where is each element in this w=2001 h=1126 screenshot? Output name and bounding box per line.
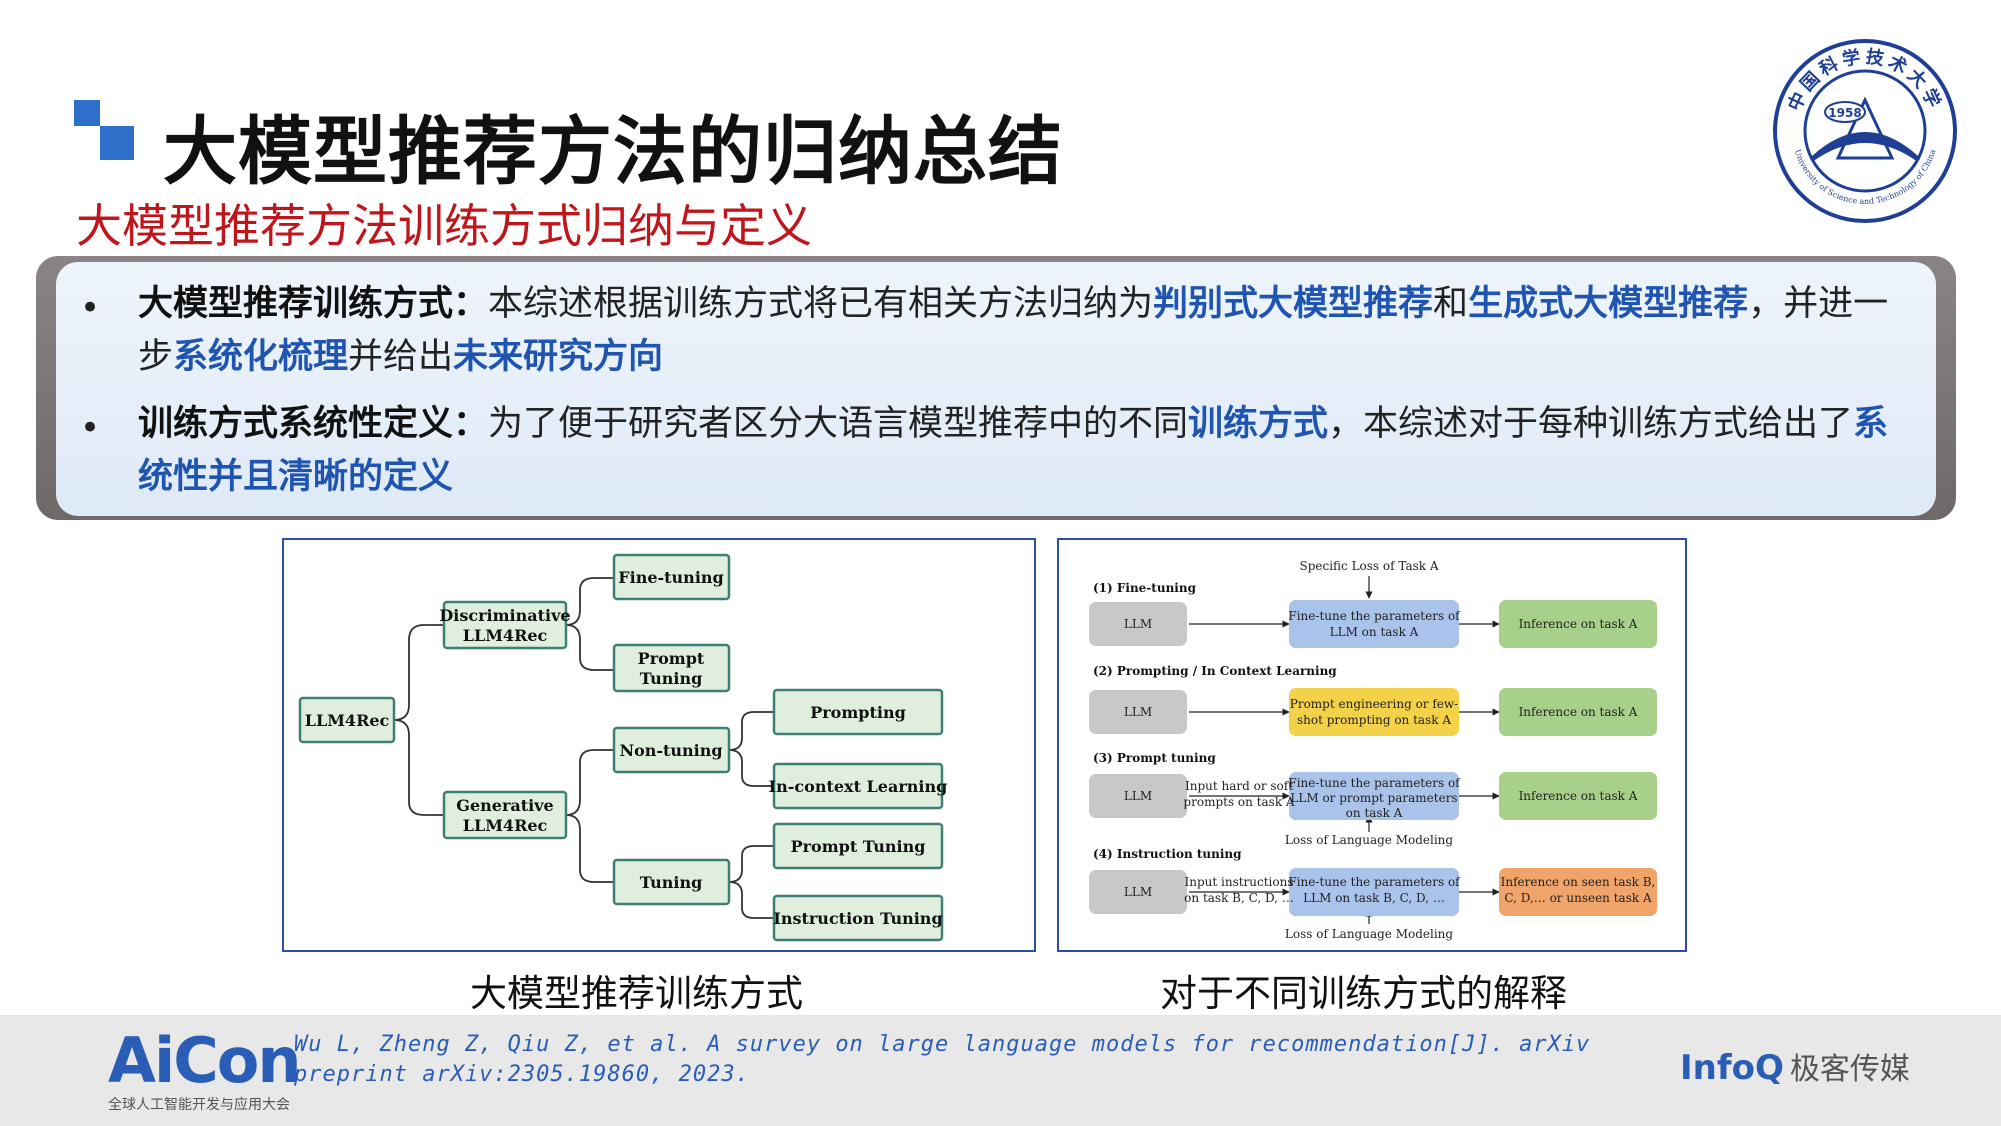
node-in-context-learning: In-context Learning (769, 777, 948, 796)
summary-item-label: 大模型推荐训练方式： (138, 284, 489, 324)
s4-arrow-line1: Input instructions (1184, 875, 1293, 889)
node-discriminative: Discriminative (439, 606, 570, 625)
s1-mid-line1: Fine-tune the parameters of (1288, 609, 1461, 623)
node-fine-tuning: Fine-tuning (618, 568, 723, 587)
aicon-brand: AiCon (108, 1024, 301, 1097)
highlight-text: 判别式大模型推荐 (1153, 284, 1434, 324)
infoq-brand: InfoQ (1680, 1048, 1784, 1088)
s3-mid-line2: LLM or prompt parameters (1290, 791, 1457, 805)
s2-mid-line2: shot prompting on task A (1297, 713, 1451, 727)
figure-left-caption: 大模型推荐训练方式 (470, 972, 803, 1015)
highlight-text: 训练方式 (1188, 404, 1329, 444)
s4-mid-line2: LLM on task B, C, D, … (1303, 891, 1445, 905)
university-logo: 中国科学技术大学 University of Science and Techn… (1773, 39, 1957, 223)
s3-bottom-label: Loss of Language Modeling (1285, 833, 1454, 847)
figure-llm4rec-tree: LLM4Rec Discriminative LLM4Rec Generativ… (282, 538, 1036, 952)
figure-right-caption: 对于不同训练方式的解释 (1160, 972, 1567, 1015)
node-prompt-tuning-disc: Prompt (638, 649, 705, 668)
s3-arrow-line1: Input hard or soft (1185, 779, 1293, 793)
llm-box-label: LLM (1124, 617, 1152, 631)
node-non-tuning: Non-tuning (619, 741, 722, 760)
summary-item-label: 训练方式系统性定义： (138, 404, 489, 444)
s1-top-label: Specific Loss of Task A (1299, 559, 1438, 573)
summary-item-definition: 训练方式系统性定义：为了便于研究者区分大语言模型推荐中的不同训练方式，本综述对于… (138, 398, 1908, 504)
bullet-icon: • (80, 288, 101, 328)
s4-right-line2: C, D,… or unseen task A (1504, 891, 1652, 905)
section-instruction-tuning-title: (4) Instruction tuning (1093, 847, 1242, 861)
summary-text: 为了便于研究者区分大语言模型推荐中的不同 (488, 404, 1189, 444)
page-title: 大模型推荐方法的归纳总结 (163, 109, 1063, 195)
figure-training-explanation: (1) Fine-tuning (2) Prompting / In Conte… (1057, 538, 1687, 952)
node-generative: Generative (456, 796, 553, 815)
title-marker-icon (74, 100, 134, 164)
s4-bottom-label: Loss of Language Modeling (1285, 927, 1454, 941)
highlight-text: 系统化梳理 (173, 337, 349, 377)
reference-citation: Wu L, Zheng Z, Qiu Z, et al. A survey on… (294, 1032, 1591, 1087)
s3-arrow-line2: prompts on task A (1183, 795, 1294, 809)
aicon-logo: AiCon 全球人工智能开发与应用大会 (108, 1024, 301, 1114)
node-prompt-tuning-disc-sub: Tuning (640, 669, 703, 688)
node-prompt-tuning: Prompt Tuning (791, 837, 926, 856)
summary-text: 并给出 (348, 337, 454, 377)
summary-text: 本综述根据训练方式将已有相关方法归纳为 (488, 284, 1154, 324)
s3-right-label: Inference on task A (1519, 789, 1638, 803)
infoq-cn-brand: 极客传媒 (1789, 1052, 1910, 1087)
node-instruction-tuning: Instruction Tuning (773, 909, 942, 928)
summary-text: ，本综述对于每种训练方式给出了 (1328, 404, 1854, 444)
footer-bar (0, 1015, 2001, 1126)
s1-right-label: Inference on task A (1519, 617, 1638, 631)
summary-text: ，并进一步 (138, 284, 1889, 377)
aicon-subtitle: 全球人工智能开发与应用大会 (108, 1097, 290, 1113)
llm-box-label: LLM (1124, 705, 1152, 719)
section-fine-tuning-title: (1) Fine-tuning (1093, 581, 1197, 595)
summary-text: 和 (1433, 284, 1469, 324)
section-prompt-tuning-title: (3) Prompt tuning (1093, 751, 1216, 765)
s2-mid-line1: Prompt engineering or few- (1290, 697, 1458, 711)
s4-arrow-line2: on task B, C, D, … (1184, 891, 1294, 905)
s4-mid-line1: Fine-tune the parameters of (1288, 875, 1461, 889)
node-llm4rec: LLM4Rec (305, 711, 390, 730)
highlight-text: 系统性并且清晰的定义 (138, 404, 1889, 497)
bullet-icon: • (80, 408, 101, 448)
s3-mid-line3: on task A (1346, 806, 1403, 820)
node-discriminative-sub: LLM4Rec (463, 626, 548, 645)
highlight-text: 生成式大模型推荐 (1468, 284, 1749, 324)
llm-box-label: LLM (1124, 885, 1152, 899)
node-prompting: Prompting (810, 703, 906, 722)
s1-mid-line2: LLM on task A (1330, 625, 1419, 639)
section-prompting-title: (2) Prompting / In Context Learning (1093, 664, 1337, 678)
s3-mid-line1: Fine-tune the parameters of (1288, 776, 1461, 790)
node-tuning: Tuning (640, 873, 703, 892)
page-subtitle: 大模型推荐方法训练方式归纳与定义 (76, 199, 812, 253)
llm-box-label: LLM (1124, 789, 1152, 803)
node-generative-sub: LLM4Rec (463, 816, 548, 835)
summary-item-training-methods: 大模型推荐训练方式：本综述根据训练方式将已有相关方法归纳为判别式大模型推荐和生成… (138, 278, 1908, 384)
logo-year: 1958 (1828, 106, 1861, 120)
s4-right-line1: Inference on seen task B, (1501, 875, 1656, 889)
highlight-text: 未来研究方向 (453, 337, 664, 377)
s2-right-label: Inference on task A (1519, 705, 1638, 719)
summary-card (56, 262, 1936, 516)
